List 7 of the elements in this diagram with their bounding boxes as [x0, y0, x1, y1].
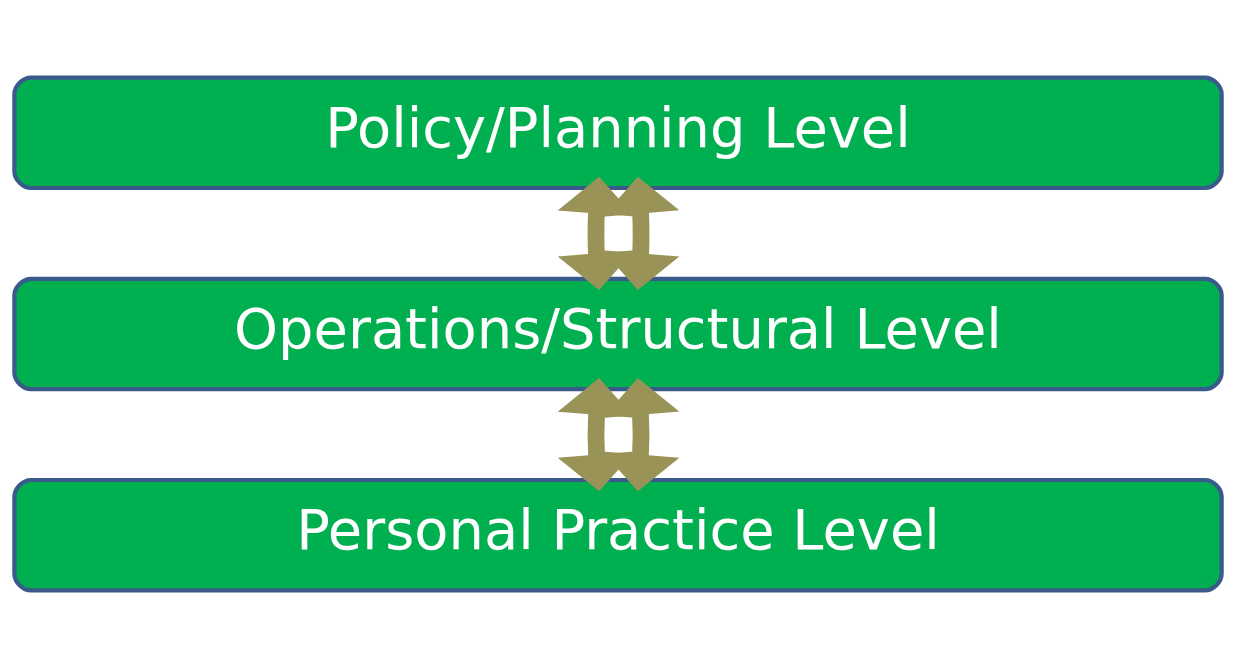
node-box: Personal Practice Level: [12, 477, 1224, 593]
node-box: Policy/Planning Level: [12, 75, 1224, 191]
node-box: Operations/Structural Level: [12, 276, 1224, 392]
arrow: [602, 378, 680, 492]
arrow: [602, 176, 680, 290]
arrow: [557, 176, 635, 290]
arrow: [557, 378, 635, 492]
